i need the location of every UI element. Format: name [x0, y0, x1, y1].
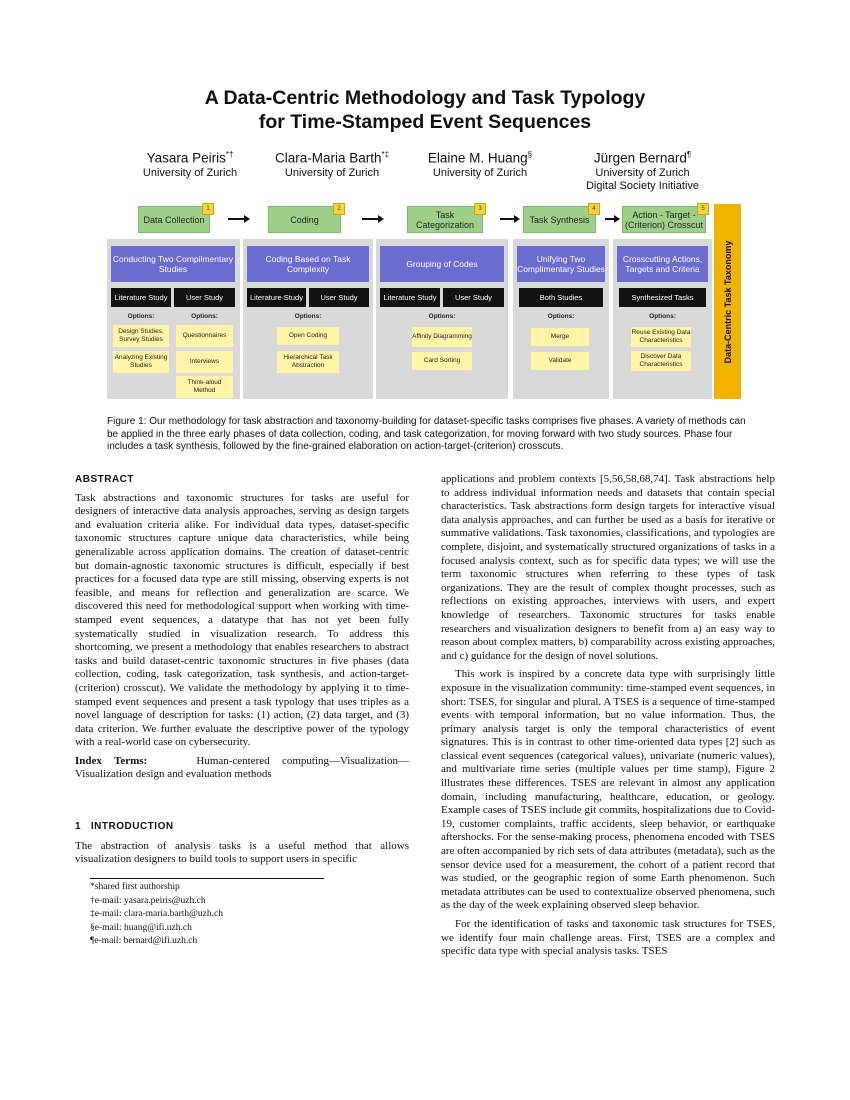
index-terms: Index Terms: Human-centered computing—Vi… — [75, 754, 410, 781]
paper-title: A Data-Centric Methodology and Task Typo… — [204, 87, 646, 133]
option-analyzing-existing: Analyzing Existing Studies — [113, 351, 169, 373]
option-card-sorting: Card Sorting — [412, 352, 472, 370]
label-user-study: User Study — [174, 288, 235, 307]
label-literature-study: Literature Study — [111, 288, 171, 307]
options-label: Options: — [649, 313, 676, 320]
arrow-icon — [500, 215, 520, 223]
options-label: Options: — [191, 313, 218, 320]
label-synthesized-tasks: Synthesized Tasks — [619, 288, 706, 307]
arrow-icon — [605, 215, 620, 223]
arrow-icon — [228, 215, 250, 223]
right-paragraph-3: For the identification of tasks and taxo… — [441, 918, 775, 958]
options-label: Options: — [547, 313, 575, 320]
abstract-text: Task abstractions and taxonomic structur… — [75, 491, 409, 749]
phase-data-collection: Data Collection — [138, 206, 210, 233]
header-coding: Coding Based on Task Complexity — [247, 246, 369, 282]
phase-badge: 3 — [474, 203, 486, 215]
intro-text: The abstraction of analysis tasks is a u… — [75, 839, 409, 866]
phase-badge: 1 — [202, 203, 214, 215]
phase-badge: 5 — [697, 203, 709, 215]
figure-1: Data Collection 1 Coding 2 Task Categori… — [107, 203, 744, 400]
author-1: Yasara Peiris*† University of Zurich — [142, 150, 238, 179]
author-2: Clara-Maria Barth*‡ University of Zurich — [274, 150, 390, 179]
footnote-rule — [90, 878, 324, 879]
introduction-section: 1 Introduction The abstraction of analys… — [75, 820, 409, 867]
intro-heading: 1 Introduction — [75, 821, 174, 832]
phase-crosscut: Action - Target - (Criterion) Crosscut — [622, 206, 706, 233]
label-user-study: User Study — [309, 288, 369, 307]
option-validate: Validate — [531, 352, 589, 370]
option-discover: Discover Data Characteristics — [631, 351, 691, 371]
phase-task-synthesis: Task Synthesis — [523, 206, 596, 233]
option-merge: Merge — [531, 328, 589, 346]
label-literature-study: Literature Study — [380, 288, 440, 307]
taxonomy-bar: Data-Centric Task Taxonomy — [714, 204, 741, 399]
option-reuse-existing: Reuse Existing Data Characteristics — [631, 327, 691, 347]
right-paragraph-2: This work is inspired by a concrete data… — [441, 668, 775, 912]
option-design-studies: Design Studies, Survey Studies — [113, 325, 169, 347]
right-paragraph-1: applications and problem contexts [5,56,… — [441, 473, 775, 662]
label-literature-study: Literature Study — [247, 288, 306, 307]
option-hierarchical: Hierarchical Task Abstraction — [277, 351, 339, 373]
option-open-coding: Open Coding — [277, 327, 339, 345]
abstract-heading: Abstract — [75, 474, 134, 485]
label-user-study: User Study — [443, 288, 504, 307]
phase-badge: 2 — [333, 203, 345, 215]
options-label: Options: — [428, 313, 456, 320]
arrow-icon — [362, 215, 384, 223]
header-grouping: Grouping of Codes — [380, 246, 504, 282]
header-crosscutting: Crosscutting Actions, Targets and Criter… — [617, 246, 708, 282]
header-studies: Conducting Two Compilmentary Studies — [111, 246, 235, 282]
header-unifying: Unifying Two Complimentary Studies — [517, 246, 605, 282]
footnotes: *shared first authorship †e-mail: yasara… — [90, 882, 223, 946]
option-interviews: Interviews — [176, 351, 233, 373]
phase-badge: 4 — [588, 203, 600, 215]
option-affinity: Affinity Diagramming — [412, 327, 472, 347]
label-both-studies: Both Studies — [519, 288, 603, 307]
options-label: Options: — [127, 313, 155, 320]
author-3: Elaine M. Huang§ University of Zurich — [427, 150, 533, 179]
option-questionnaires: Questionnaires — [176, 325, 233, 347]
figure-caption: Figure 1: Our methodology for task abstr… — [107, 416, 746, 453]
options-label: Options: — [294, 313, 322, 320]
phase-task-categorization: Task Categorization — [407, 206, 483, 233]
author-4: Jürgen Bernard¶ University of Zurich Dig… — [585, 150, 700, 192]
phase-coding: Coding — [268, 206, 341, 233]
abstract-section: Abstract Task abstractions and taxonomic… — [75, 473, 409, 782]
option-think-aloud: Think-aloud Method — [176, 376, 233, 398]
right-column: applications and problem contexts [5,56,… — [441, 473, 775, 959]
